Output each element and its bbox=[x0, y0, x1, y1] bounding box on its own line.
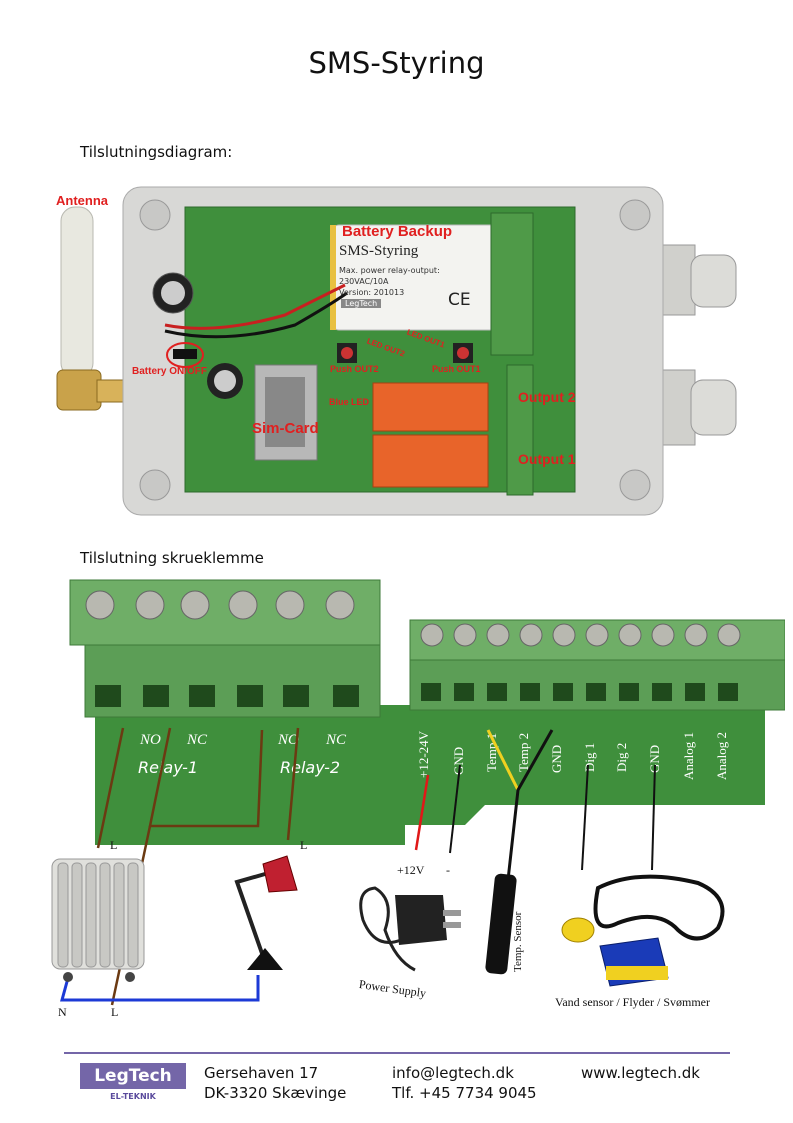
footer-address: Gersehaven 17 DK-3320 Skævinge bbox=[204, 1064, 347, 1102]
footer-phone: Tlf. +45 7734 9045 bbox=[392, 1084, 537, 1102]
label-battery-backup: Battery Backup bbox=[342, 223, 453, 240]
label-l-bottom: L bbox=[111, 1005, 119, 1019]
label-blue-led: Blue LED bbox=[329, 397, 370, 407]
label-output1: Output 1 bbox=[518, 451, 576, 467]
legtech-logo: LegTech bbox=[80, 1063, 186, 1089]
label-n: N bbox=[58, 1005, 67, 1019]
footer-website[interactable]: www.legtech.dk bbox=[581, 1064, 700, 1082]
relay-name-1: Relay-1 bbox=[138, 758, 199, 777]
section-label-terminal: Tilslutning skrueklemme bbox=[80, 549, 264, 567]
label-plus12v: +12V bbox=[397, 863, 425, 877]
sticker-brand: LegTech bbox=[341, 299, 382, 308]
label-push-out1: Push OUT1 bbox=[432, 364, 481, 374]
footer-contact: info@legtech.dk Tlf. +45 7734 9045 bbox=[392, 1063, 537, 1103]
label-battery-onoff: Battery ON/OFF bbox=[132, 366, 208, 377]
footer-divider bbox=[64, 1052, 730, 1054]
heater-icon bbox=[51, 858, 145, 982]
sticker-title: SMS-Styring bbox=[339, 243, 419, 259]
relay-label-no-2: NO bbox=[278, 732, 299, 748]
label-antenna: Antenna bbox=[56, 193, 108, 208]
water-sensor-icon bbox=[561, 874, 725, 987]
cable-gland-icon bbox=[654, 244, 737, 446]
label-minus: - bbox=[446, 863, 450, 877]
temp-sensor-icon bbox=[485, 873, 517, 975]
page-title: SMS-Styring bbox=[308, 46, 485, 80]
label-push-out2: Push OUT2 bbox=[330, 364, 379, 374]
label-water-sensor: Vand sensor / Flyder / Svømmer bbox=[555, 995, 710, 1009]
legtech-logo-sub: EL-TEKNIK bbox=[110, 1092, 156, 1101]
relay-label-no-1: NO bbox=[140, 732, 161, 748]
device-photo bbox=[56, 186, 737, 516]
label-output2: Output 2 bbox=[518, 389, 576, 405]
label-l-heater: L bbox=[110, 838, 118, 852]
wiring-diagram bbox=[60, 727, 656, 1006]
footer-email[interactable]: info@legtech.dk bbox=[392, 1064, 514, 1082]
relay-label-nc-1: NC bbox=[187, 732, 208, 748]
ce-mark-icon: CE bbox=[448, 290, 471, 310]
antenna-icon bbox=[56, 206, 128, 411]
relay-label-nc-2: NC bbox=[326, 732, 347, 748]
label-temp-sensor: Temp. Sensor bbox=[512, 911, 524, 972]
lamp-icon bbox=[234, 855, 298, 970]
section-label-diagram: Tilslutningsdiagram: bbox=[80, 143, 233, 161]
label-sim-card: Sim-Card bbox=[252, 420, 319, 437]
sticker-text: Max. power relay-output: 230VAC/10A Vers… bbox=[339, 266, 440, 297]
power-supply-icon bbox=[359, 886, 461, 972]
label-l-lamp: L bbox=[300, 838, 308, 852]
